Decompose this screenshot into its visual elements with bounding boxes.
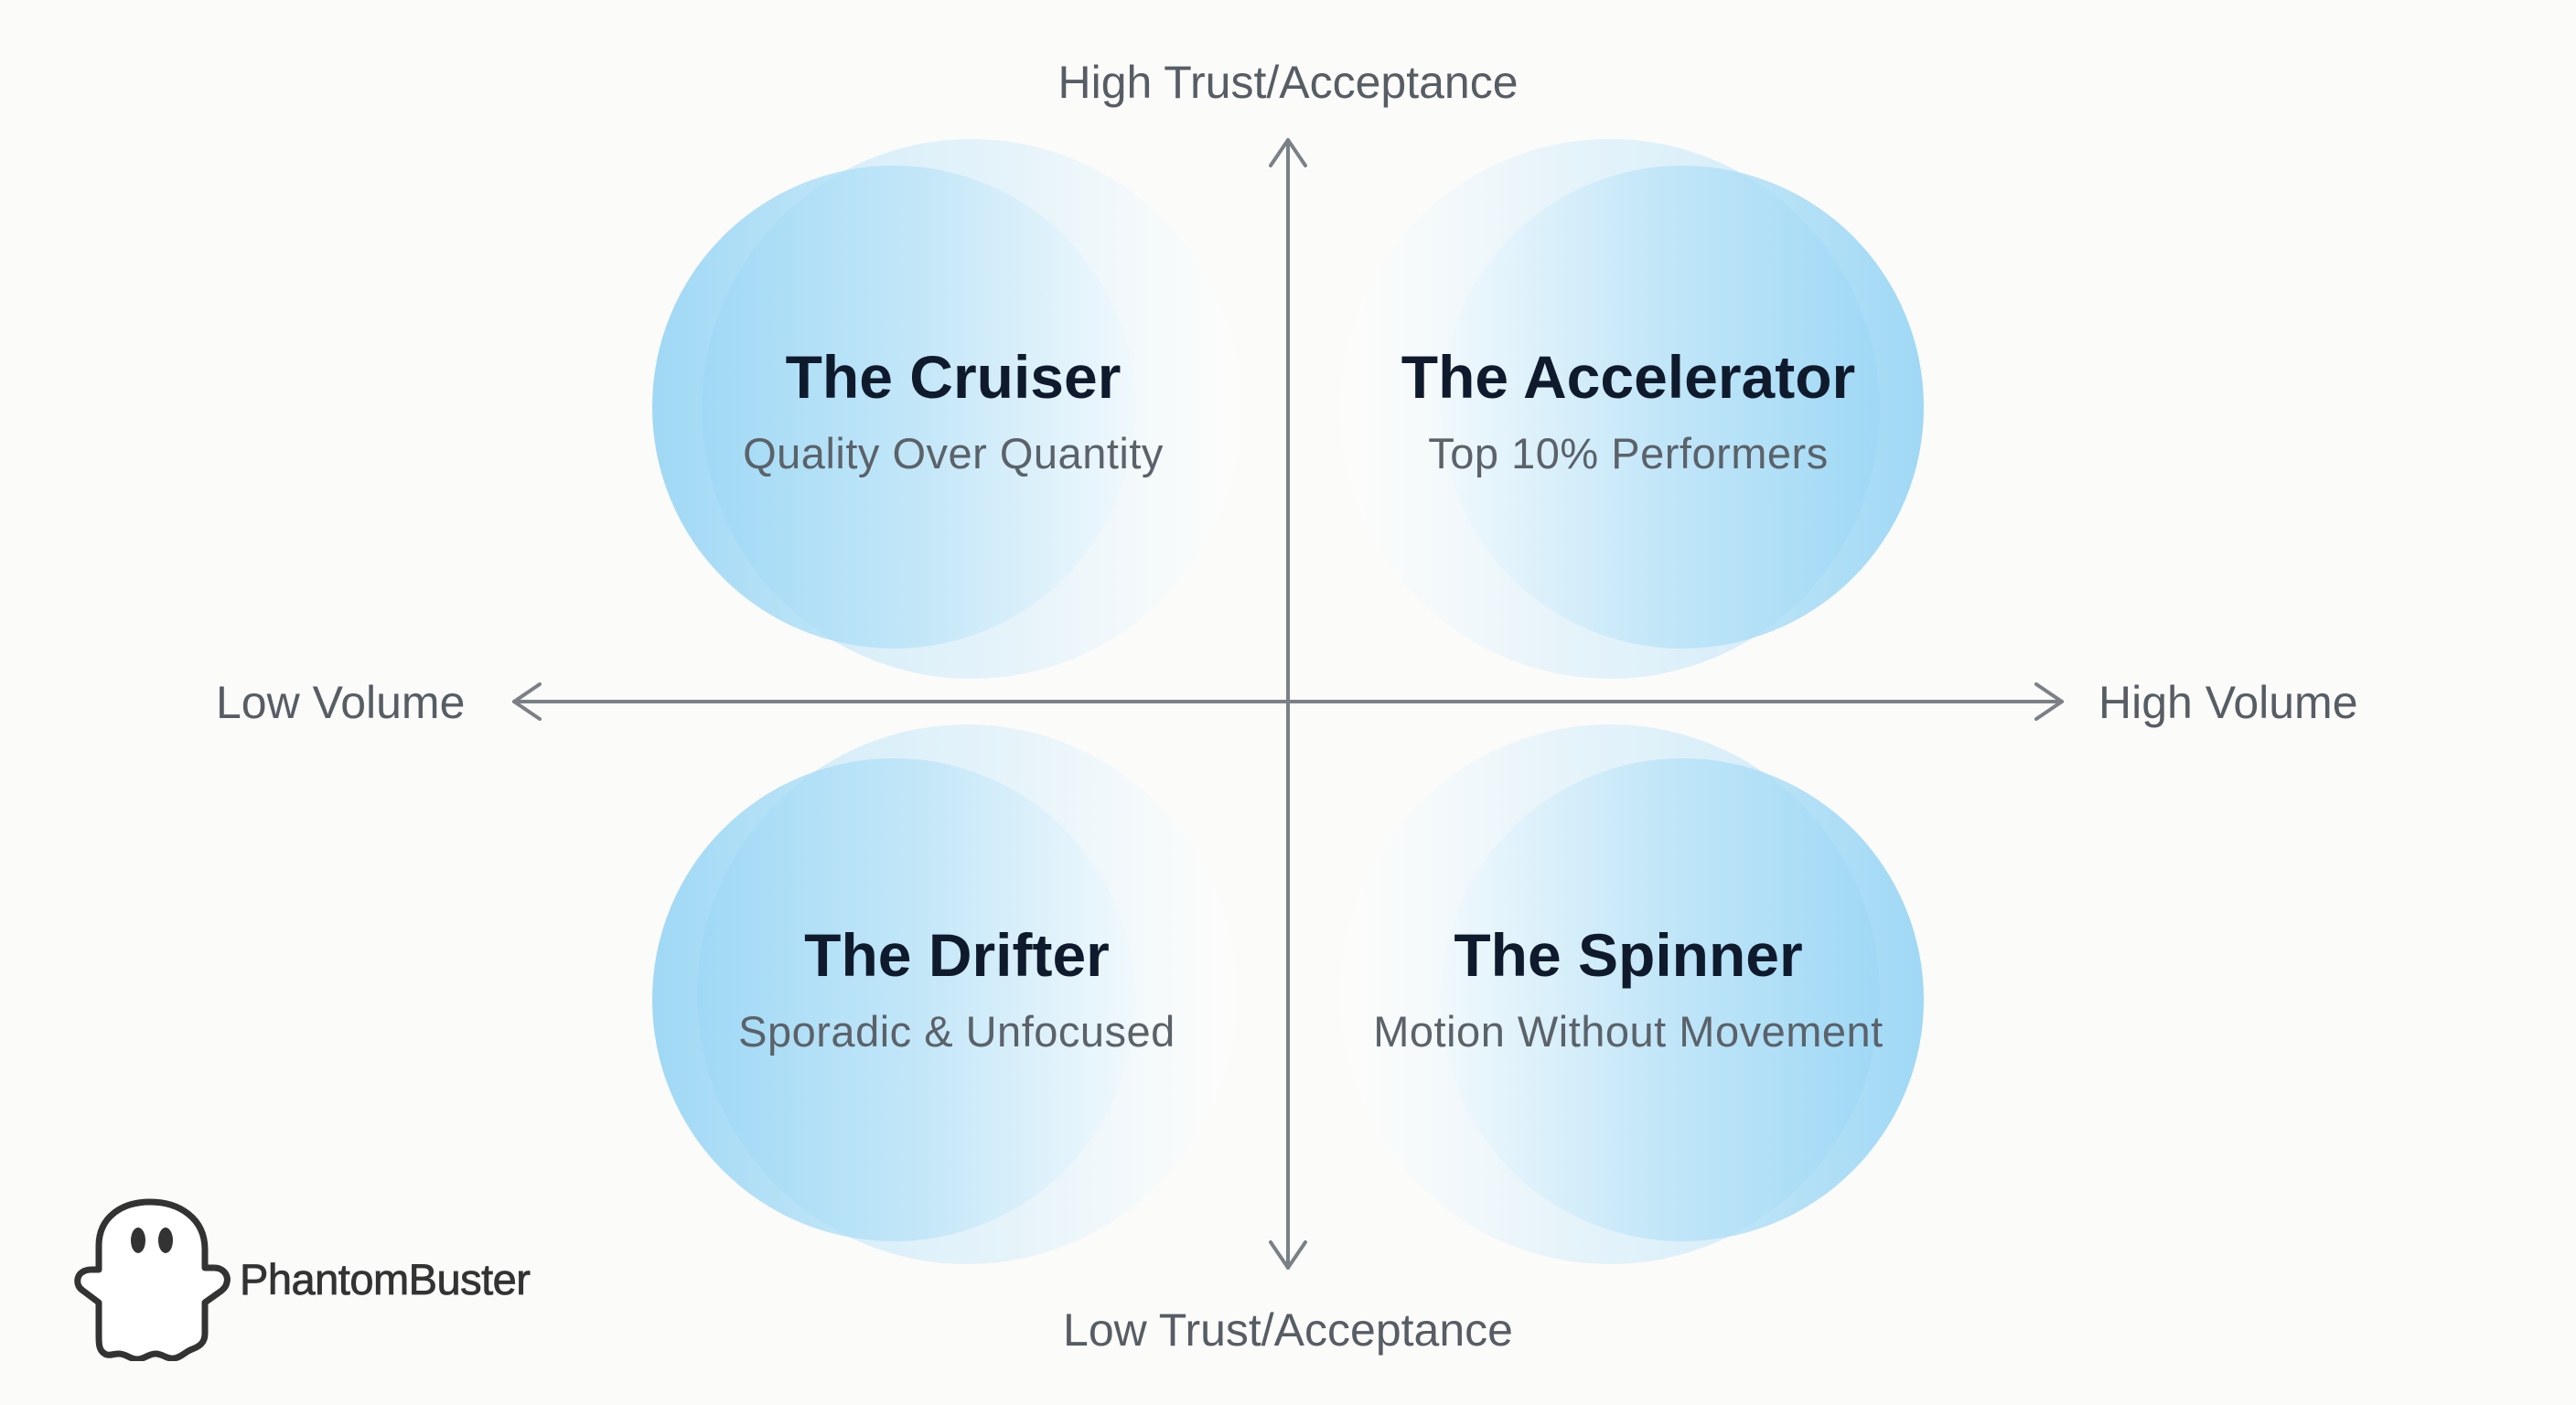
arrow-down-icon [1269,1240,1307,1270]
quadrant-title: The Spinner [1454,921,1803,989]
y-axis-bottom-label: Low Trust/Acceptance [1063,1304,1513,1356]
phantombuster-logo: PhantomBuster [71,1196,531,1361]
quadrant-drifter: The Drifter Sporadic & Unfocused [591,920,1323,1057]
logo-text: PhantomBuster [240,1254,531,1303]
blob-cruiser [652,139,1241,679]
quadrant-accelerator: The Accelerator Top 10% Performers [1262,342,1994,479]
axes [512,138,2064,1270]
blob-accelerator [1340,139,1924,679]
arrow-up-icon [1269,138,1307,167]
quadrant-subtitle: Motion Without Movement [1373,1007,1884,1056]
x-axis-right-label: High Volume [2098,677,2358,728]
ghost-icon [74,1198,231,1361]
quadrant-cruiser: The Cruiser Quality Over Quantity [587,342,1319,479]
arrow-left-icon [512,682,542,721]
quadrant-title: The Drifter [804,921,1110,989]
quadrant-spinner: The Spinner Motion Without Movement [1262,920,1994,1057]
quadrant-subtitle: Sporadic & Unfocused [738,1007,1175,1056]
quadrant-title: The Accelerator [1401,343,1856,411]
quadrant-subtitle: Quality Over Quantity [743,429,1164,477]
y-axis-top-label: High Trust/Acceptance [1057,57,1519,108]
quadrant-subtitle: Top 10% Performers [1428,429,1829,477]
blob-drifter [652,724,1237,1264]
arrow-right-icon [2034,682,2064,721]
x-axis-left-label: Low Volume [216,677,466,728]
blob-spinner [1340,724,1924,1264]
quadrant-title: The Cruiser [785,343,1122,411]
